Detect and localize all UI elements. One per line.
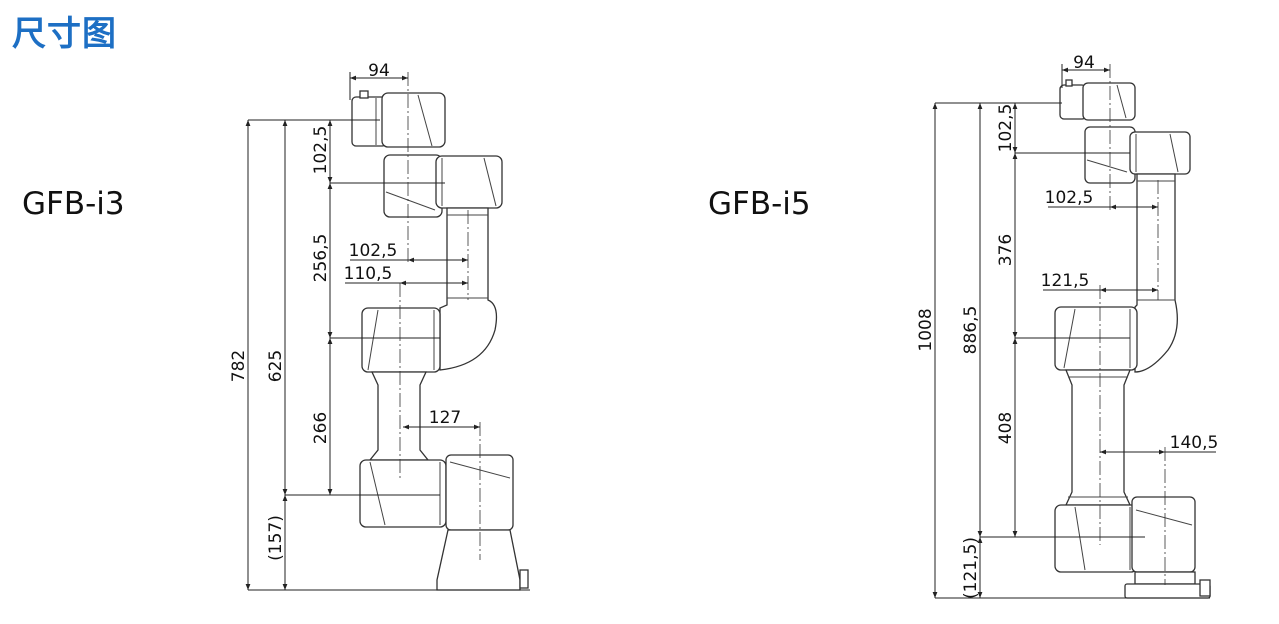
dim-tool-offset-i3: 94: [368, 61, 390, 81]
dim-total-height-i3: 782: [229, 350, 249, 382]
model-label-i3: GFB-i3: [22, 186, 125, 222]
dim-wrist-horizontal-i5: 102,5: [1045, 188, 1094, 208]
dim-reach-height-i5: 886,5: [961, 306, 981, 355]
dim-tool-offset-i5: 94: [1073, 53, 1095, 73]
dim-shoulder-horizontal-i5: 140,5: [1170, 433, 1219, 453]
dimensions-i5: 94 102,5 121,5 140,5 1008 886,5 (121,5) …: [916, 53, 1218, 599]
dim-forearm-i5: 408: [996, 412, 1016, 444]
dim-reach-height-i3: 625: [266, 350, 286, 382]
dim-wrist-offset-i5: 102,5: [996, 104, 1016, 153]
robot-drawing-i5: [1054, 79, 1211, 599]
dim-total-height-i5: 1008: [916, 308, 936, 351]
page-title: 尺寸图: [12, 14, 117, 54]
dim-shoulder-horizontal-i3: 127: [429, 408, 461, 428]
dim-elbow-horizontal-i3: 110,5: [344, 264, 393, 284]
dim-upper-arm-i3: 256,5: [311, 234, 331, 283]
dim-wrist-offset-i3: 102,5: [311, 126, 331, 175]
dim-elbow-horizontal-i5: 121,5: [1041, 271, 1090, 291]
dim-base-height-i5: (121,5): [961, 537, 981, 599]
robot-drawing-i3: [351, 90, 529, 591]
model-label-i5: GFB-i5: [708, 186, 811, 222]
dim-wrist-horizontal-i3: 102,5: [349, 241, 398, 261]
dim-upper-arm-i5: 376: [996, 234, 1016, 266]
dim-forearm-i3: 266: [311, 412, 331, 444]
dimensions-i3: 94 102,5 110,5 127 782 625 (157) 102,5 2…: [229, 61, 530, 591]
dim-base-height-i3: (157): [266, 515, 286, 561]
